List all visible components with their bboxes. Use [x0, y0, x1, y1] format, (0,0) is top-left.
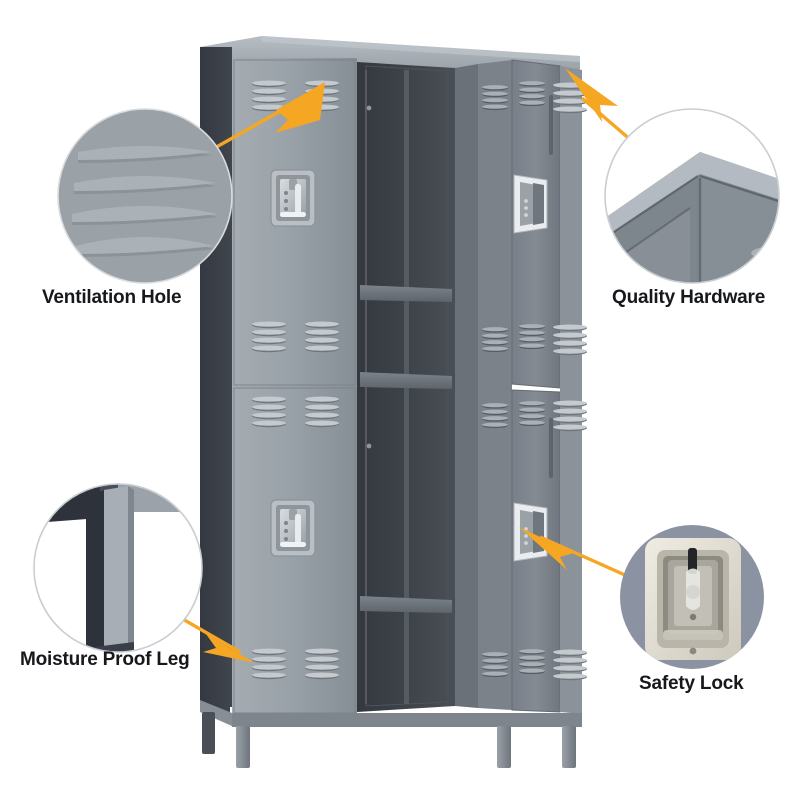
- bay-shelf: [360, 285, 452, 302]
- locker-left-column: [232, 58, 357, 714]
- callout-circle-ventilation-hole: [57, 108, 233, 284]
- bay-shelf: [360, 596, 452, 613]
- callout-leader-lines: [159, 96, 642, 654]
- bay-shelf: [360, 372, 452, 389]
- locker-door-lower-right[interactable]: [511, 389, 561, 713]
- leader-line-lock: [539, 535, 637, 582]
- arrowhead-hardware: [565, 68, 618, 122]
- safety-lock-icon: [645, 538, 741, 660]
- callout-label-quality-hardware: Quality Hardware: [612, 287, 766, 308]
- callout-label-safety-lock: Safety Lock: [639, 673, 744, 694]
- callout-circle-quality-hardware: [604, 108, 780, 284]
- locker-base-and-legs: [200, 700, 582, 768]
- locker-right-column: [455, 59, 587, 714]
- callout-circle-moisture-proof-leg: [33, 483, 203, 653]
- locker-leg: [236, 726, 250, 768]
- locker-leg: [497, 726, 511, 768]
- arrowhead-lock: [519, 527, 574, 570]
- ventilation-hole-icon: [72, 146, 218, 257]
- callout-label-ventilation-hole: Ventilation Hole: [42, 287, 182, 308]
- locker-leg: [562, 726, 576, 768]
- locker-door-lower-left[interactable]: [233, 387, 356, 714]
- arrowhead-ventilation: [275, 82, 325, 133]
- locker-door-rear-right[interactable]: [478, 60, 512, 710]
- locker-leg: [202, 712, 215, 754]
- locker-open-bay: [357, 62, 455, 712]
- callout-arrowheads: [203, 68, 618, 663]
- arrowhead-leg: [203, 634, 255, 663]
- callout-label-moisture-proof-leg: Moisture Proof Leg: [20, 649, 190, 670]
- callout-circle-safety-lock: [620, 525, 764, 669]
